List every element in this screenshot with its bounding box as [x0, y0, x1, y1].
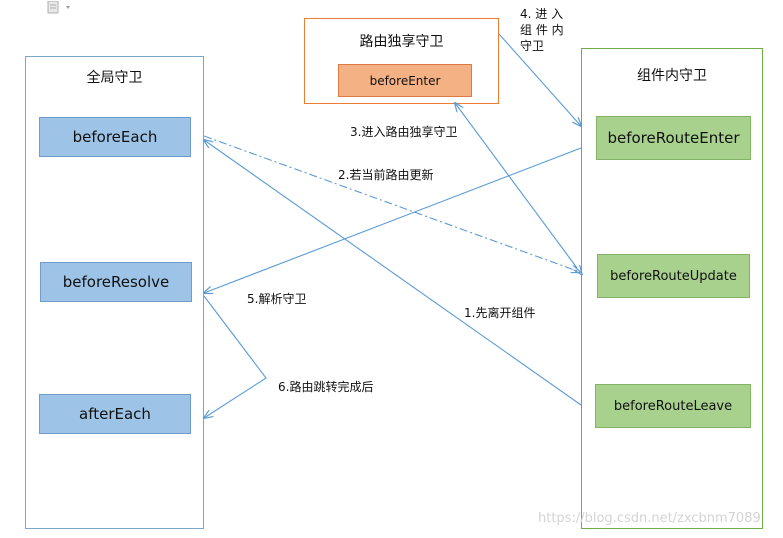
document-icon[interactable] [46, 0, 76, 14]
after-each-node: afterEach [39, 394, 191, 434]
step6-label: 6.路由跳转完成后 [278, 380, 374, 394]
component-guards-title: 组件内守卫 [637, 68, 707, 84]
before-resolve-node: beforeResolve [40, 262, 192, 302]
before-enter-node: beforeEnter [338, 64, 472, 97]
arrow-step4 [498, 33, 581, 126]
arrow-step3 [455, 103, 577, 268]
step2-label: 2.若当前路由更新 [338, 168, 434, 182]
step3-label: 3.进入路由独享守卫 [350, 125, 458, 139]
step4-label: 4. 进 入 组 件 内 守卫 [520, 7, 564, 53]
step1-label: 1.先离开组件 [464, 306, 536, 320]
arrow-step1 [204, 140, 582, 406]
arrow-step2 [203, 135, 580, 272]
route-guards-panel: 路由独享守卫 [304, 18, 499, 104]
step5-label: 5.解析守卫 [247, 292, 307, 306]
global-guards-title: 全局守卫 [86, 70, 143, 86]
watermark: https://blog.csdn.net/zxcbnm7089 [538, 511, 761, 526]
dropdown-caret-icon [66, 6, 70, 9]
before-route-update-node: beforeRouteUpdate [597, 254, 750, 298]
arrow-step6 [204, 295, 267, 418]
arrow-step5 [204, 147, 582, 293]
before-route-enter-node: beforeRouteEnter [596, 116, 751, 160]
route-guards-title: 路由独享守卫 [359, 34, 444, 50]
before-route-leave-node: beforeRouteLeave [595, 384, 751, 428]
before-each-node: beforeEach [39, 117, 191, 157]
component-guards-panel: 组件内守卫 [581, 48, 763, 529]
